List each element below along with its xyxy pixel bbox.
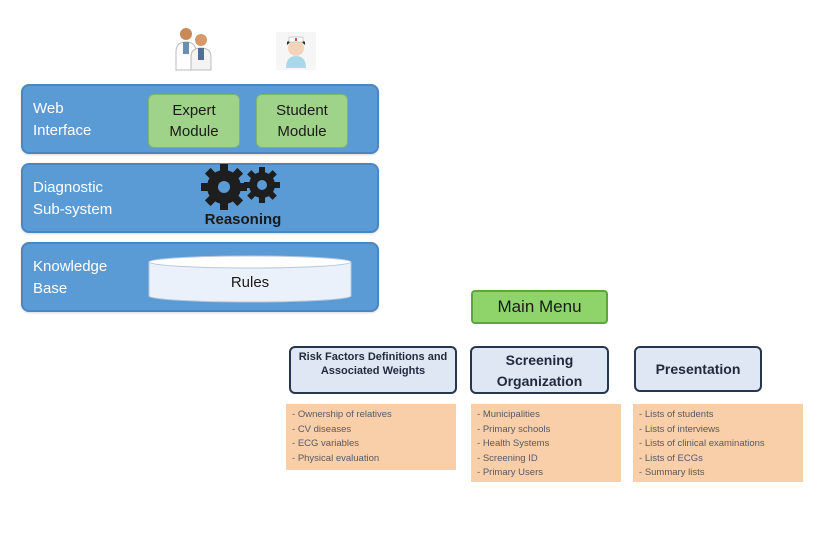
expert-module: Expert Module xyxy=(148,94,240,148)
presentation-list: Lists of students Lists of interviews Li… xyxy=(633,404,803,482)
list-item: Lists of students xyxy=(639,408,803,423)
knowledge-base-layer: Knowledge Base Rules xyxy=(21,242,379,312)
risk-factors-box: Risk Factors Definitions and Associated … xyxy=(289,346,457,394)
main-menu-box: Main Menu xyxy=(471,290,608,324)
database-cylinder-icon xyxy=(147,254,353,304)
doctors-icon xyxy=(172,24,216,72)
nurse-icon xyxy=(276,32,316,70)
gears-icon xyxy=(198,163,288,211)
student-module: Student Module xyxy=(256,94,348,148)
diagnostic-label: Diagnostic Sub-system xyxy=(33,179,113,218)
screening-organization-box: Screening Organization xyxy=(470,346,609,394)
web-interface-label: Web Interface xyxy=(33,100,92,139)
screening-organization-list: Municipalities Primary schools Health Sy… xyxy=(471,404,621,482)
list-item: Lists of interviews xyxy=(639,423,803,438)
presentation-box: Presentation xyxy=(634,346,762,392)
web-interface-layer: Web Interface Expert Module Student Modu… xyxy=(21,84,379,154)
list-item: Primary schools xyxy=(477,423,621,438)
presentation-title: Presentation xyxy=(655,361,741,377)
list-item: Screening ID xyxy=(477,452,621,467)
reasoning-label: Reasoning xyxy=(204,211,282,228)
risk-factors-list: Ownership of relatives CV diseases ECG v… xyxy=(286,404,456,470)
list-item: Ownership of relatives xyxy=(292,408,456,423)
list-item: CV diseases xyxy=(292,423,456,438)
list-item: Lists of clinical examinations xyxy=(639,437,803,452)
screening-organization-title: Screening Organization xyxy=(496,352,583,389)
list-item: Summary lists xyxy=(639,466,803,481)
list-item: Municipalities xyxy=(477,408,621,423)
list-item: Lists of ECGs xyxy=(639,452,803,467)
diagnostic-subsystem-layer: Diagnostic Sub-system xyxy=(21,163,379,233)
list-item: Physical evaluation xyxy=(292,452,456,467)
knowledge-base-label: Knowledge Base xyxy=(33,258,108,297)
risk-factors-title: Risk Factors Definitions and Associated … xyxy=(298,351,448,377)
list-item: Health Systems xyxy=(477,437,621,452)
list-item: Primary Users xyxy=(477,466,621,481)
rules-label: Rules xyxy=(230,274,270,291)
list-item: ECG variables xyxy=(292,437,456,452)
